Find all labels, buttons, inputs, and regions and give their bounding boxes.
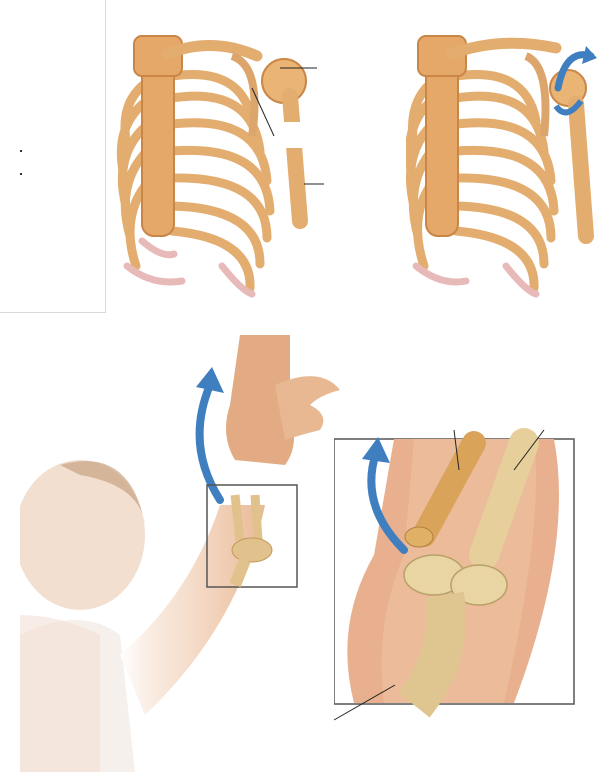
blank-label-box	[275, 122, 313, 148]
leader-line-bottom	[330, 680, 400, 725]
child-arm-illustration	[20, 335, 340, 772]
label-box-left	[0, 0, 106, 313]
panel-elbow-pull	[20, 335, 340, 772]
ribcage-illustration-normal	[112, 26, 327, 311]
panel-shoulder-normal	[112, 26, 327, 311]
tick-mark	[20, 150, 22, 152]
panel-shoulder-dislocated	[406, 26, 597, 311]
ribcage-illustration-dislocated	[406, 26, 597, 311]
tick-mark	[20, 173, 22, 175]
